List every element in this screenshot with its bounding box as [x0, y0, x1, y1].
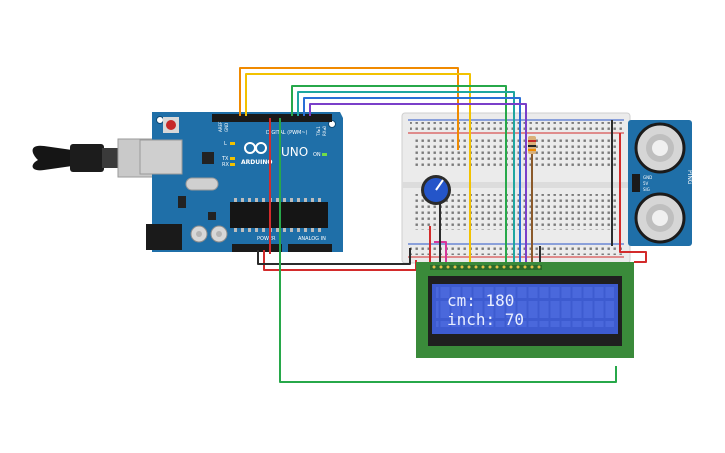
model-label: UNO — [281, 145, 308, 159]
potentiometer[interactable] — [421, 175, 451, 205]
digital-label: DIGITAL (PWM~) — [266, 130, 308, 136]
analog-header — [288, 244, 332, 252]
led-l-label: L — [224, 141, 227, 147]
sensor-pin-gnd: GND — [643, 175, 652, 180]
wire-black-gnd — [257, 248, 411, 265]
wires — [239, 67, 647, 383]
led-tx — [230, 157, 235, 160]
lcd-module: cm: 180 inch: 70 — [416, 262, 634, 358]
reset-button[interactable] — [166, 120, 176, 130]
sensor-pin-5v: 5V — [643, 181, 649, 186]
usb-cable — [32, 138, 155, 178]
wire-orange — [239, 67, 459, 150]
power-label: POWER — [257, 236, 276, 242]
ultrasonic-sensor: PING GND 5V SIG — [628, 120, 693, 246]
wire-red-power — [263, 250, 417, 271]
wire-yellow — [245, 73, 471, 262]
potentiometer-knob-icon — [435, 179, 444, 191]
wire-purple — [309, 103, 527, 262]
power-header — [232, 244, 282, 252]
wire-green-loop — [279, 118, 617, 383]
arduino-uno-board: DIGITAL (PWM~) ARDUINO UNO L TX RX ON PO… — [139, 112, 343, 252]
wire-red-sensor — [619, 133, 647, 263]
digital-header — [212, 114, 332, 122]
aref-label: AREF — [218, 121, 223, 132]
led-rx — [230, 163, 235, 166]
arduino-logo-icon — [244, 142, 267, 154]
wire-green — [291, 85, 507, 262]
rx-pin-label: RX◂0 — [322, 125, 327, 136]
led-tx-label: TX — [221, 156, 229, 162]
gnd-label: GND — [224, 123, 229, 132]
wire-teal — [297, 91, 515, 262]
lcd-line-1: cm: 180 — [447, 291, 514, 310]
wire-pink — [434, 241, 447, 262]
led-l — [230, 142, 235, 145]
sensor-name-label: PING — [686, 170, 693, 185]
led-on — [322, 153, 327, 156]
on-label: ON — [313, 152, 321, 158]
resistor — [528, 136, 536, 154]
breadboard — [401, 112, 631, 264]
lcd-line-2: inch: 70 — [447, 310, 524, 329]
sensor-pin-sig: SIG — [643, 187, 650, 192]
brand-label: ARDUINO — [241, 159, 272, 166]
wire-blue — [303, 97, 521, 262]
analog-label: ANALOG IN — [298, 236, 326, 242]
tx-pin-label: TX▸1 — [316, 126, 321, 137]
led-rx-label: RX — [222, 162, 229, 168]
